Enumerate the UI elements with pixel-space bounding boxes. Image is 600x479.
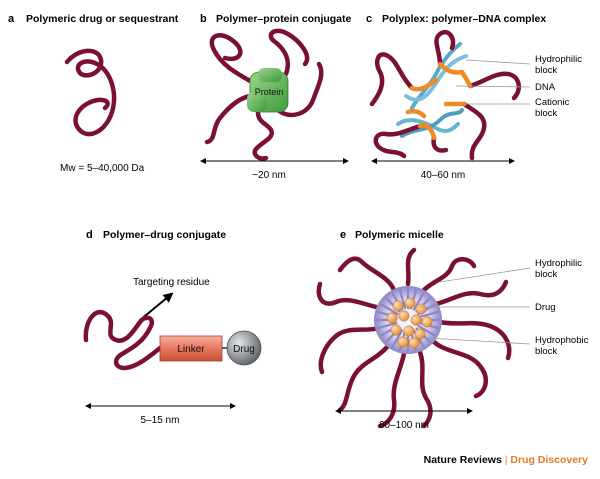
linker-label: Linker: [177, 344, 205, 355]
drug-bead: [414, 328, 426, 340]
size-label-b: ~20 nm: [252, 170, 286, 181]
drug-bead: [397, 336, 409, 348]
drug-sphere: [226, 330, 262, 366]
drug-bead: [403, 325, 415, 337]
drug-bead: [415, 303, 427, 315]
drug-bead: [404, 297, 416, 309]
cationic-label-line2: block: [535, 108, 557, 119]
panel-d-title: Polymer–drug conjugate: [103, 229, 226, 241]
footer-credit: Nature Reviews | Drug Discovery: [424, 454, 589, 466]
polymer-chains-b: [204, 28, 324, 161]
dna-helix: [396, 42, 468, 138]
hydrophobic-label-line2: block: [535, 346, 557, 357]
panel-b: b Polymer–protein conjugate Protein ~20 …: [200, 13, 352, 181]
hydrophobic-spoke: [418, 310, 439, 318]
drug-bead: [421, 316, 433, 328]
size-label-d: 5–15 nm: [141, 415, 180, 426]
footer-journal: Nature Reviews: [424, 454, 502, 466]
drug-beads: [386, 297, 433, 349]
panel-e: e Polymeric micelle Hydrophilic blo: [316, 229, 589, 431]
hydrophobic-spoke: [398, 289, 406, 310]
hydrophobic-spoke: [417, 324, 436, 337]
cationic-blocks: [405, 61, 473, 141]
protein-blob: [247, 68, 289, 113]
panel-a-letter: a: [8, 13, 15, 25]
molecular-weight-label: Mw = 5–40,000 Da: [60, 163, 145, 174]
drug-bead: [390, 324, 402, 336]
polymer-chains-c: [369, 30, 522, 161]
drug-bead: [392, 300, 404, 312]
polymer-chain-d: [83, 309, 163, 371]
protein-label: Protein: [255, 87, 284, 97]
linker-block: [159, 335, 223, 362]
panel-a-title: Polymeric drug or sequestrant: [26, 13, 179, 25]
leader-lines-c: [455, 59, 531, 105]
hydrophilic-label-c-line1: Hydrophilic: [535, 54, 582, 65]
panel-e-title: Polymeric micelle: [355, 229, 444, 241]
panel-c: c Polyplex: polymer–DNA complex: [366, 13, 582, 181]
targeting-residue-label: Targeting residue: [133, 277, 210, 288]
leader-lines-e: [418, 267, 531, 345]
polymer-coil-a: [64, 48, 117, 137]
hydrophobic-spoke: [380, 303, 399, 316]
panel-a: a Polymeric drug or sequestrant Mw = 5–4…: [8, 13, 179, 174]
panel-c-title: Polyplex: polymer–DNA complex: [382, 13, 546, 25]
drug-bead: [398, 310, 410, 322]
hydrophobic-spoke: [377, 322, 398, 330]
hydrophobic-spoke: [412, 292, 425, 311]
hydrophilic-label-c-line2: block: [535, 65, 557, 76]
panel-b-letter: b: [200, 13, 207, 25]
footer-separator: |: [502, 454, 511, 466]
panel-c-letter: c: [366, 13, 372, 25]
panel-b-title: Polymer–protein conjugate: [216, 13, 352, 25]
micelle-corona: [316, 247, 512, 429]
dna-label: DNA: [535, 82, 556, 93]
panel-e-letter: e: [340, 229, 346, 241]
drug-label-d: Drug: [233, 344, 255, 355]
hydrophobic-label-line1: Hydrophobic: [535, 335, 589, 346]
panel-d: d Polymer–drug conjugate Targeting resid…: [83, 229, 262, 426]
cationic-label-line1: Cationic: [535, 97, 570, 108]
drug-label-e: Drug: [535, 302, 556, 313]
hydrophilic-label-e-line2: block: [535, 269, 557, 280]
size-label-e: 60–100 nm: [379, 420, 429, 431]
footer-section: Drug Discovery: [510, 454, 588, 466]
drug-bead: [386, 312, 398, 324]
drug-bead: [410, 314, 422, 326]
hydrophilic-label-e-line1: Hydrophilic: [535, 258, 582, 269]
panel-d-letter: d: [86, 229, 93, 241]
drug-bead: [408, 337, 420, 349]
size-label-c: 40–60 nm: [421, 170, 465, 181]
